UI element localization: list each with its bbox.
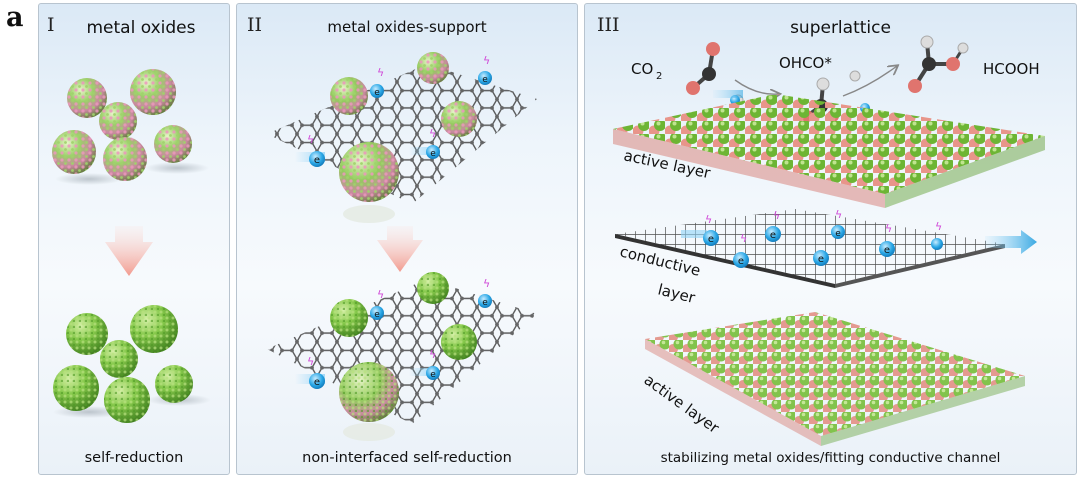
lightning-icon: ϟ [377, 288, 384, 301]
lightning-icon: ϟ [377, 66, 384, 79]
electron-label: e [482, 75, 488, 85]
reduction-arrow [105, 226, 153, 276]
oxide-particles-top [52, 69, 209, 185]
lightning-icon: ϟ [705, 213, 712, 226]
panel-caption: non-interfaced self-reduction [302, 450, 512, 466]
graphene-sheet-top: e e e e ϟ ϟ ϟ ϟ [267, 52, 537, 223]
electron-label: e [482, 298, 488, 308]
lightning-icon: ϟ [483, 54, 490, 67]
product-label: HCOOH [983, 60, 1040, 78]
co2-molecule [686, 42, 720, 95]
electron-label: e [708, 234, 714, 245]
panel-3-illustration: CO 2 OHCO* HCOOH [613, 35, 1045, 446]
electron-label: e [374, 310, 380, 320]
electron-label: e [374, 88, 380, 98]
lightning-icon: ϟ [773, 209, 780, 222]
electron-label: e [770, 230, 776, 241]
hydrogen-atom [849, 70, 861, 82]
intermediate-label: OHCO* [779, 54, 832, 72]
panel-caption: self-reduction [84, 450, 184, 466]
panel-superlattice: III superlattice [584, 3, 1077, 475]
electron-label: e [738, 256, 744, 267]
electron-label: e [314, 377, 320, 388]
conductive-layer: e e e e e e ϟ ϟ ϟ ϟ ϟ ϟ [615, 208, 1037, 288]
electron-label: e [818, 254, 824, 265]
active-layer-top [613, 94, 1045, 208]
panel-title: metal oxides [86, 18, 196, 38]
panel-title: metal oxides-support [327, 18, 487, 36]
panel-1-illustration [52, 69, 211, 423]
lightning-icon: ϟ [835, 208, 842, 221]
lightning-icon: ϟ [429, 348, 436, 361]
lightning-icon: ϟ [307, 355, 314, 368]
panel-numeral: III [597, 14, 620, 36]
lightning-icon: ϟ [483, 277, 490, 290]
figure-label: a [6, 2, 24, 33]
panel-caption: stabilizing metal oxides/fitting conduct… [660, 450, 1001, 466]
panel-title: superlattice [790, 18, 891, 38]
active-layer-bottom [645, 312, 1025, 446]
panel-numeral: I [47, 14, 55, 36]
co2-subscript: 2 [656, 71, 662, 82]
electron-label: e [430, 370, 436, 380]
panel-numeral: II [247, 14, 263, 36]
reaction-arrow [842, 66, 897, 97]
panel-metal-oxides-support: II metal oxides-support [236, 3, 578, 475]
electron-label: e [430, 149, 436, 159]
electron-label: e [884, 245, 890, 256]
panel-metal-oxides: I metal oxides [38, 3, 230, 475]
lightning-icon: ϟ [935, 220, 942, 233]
lightning-icon: ϟ [429, 127, 436, 140]
conductive-layer-label-line2: layer [656, 280, 698, 307]
electron-label: e [835, 229, 841, 239]
reduction-arrow [377, 226, 423, 272]
lightning-icon: ϟ [307, 133, 314, 146]
oxide-particles-bottom [53, 305, 211, 423]
electron-flow-arrow [985, 230, 1037, 254]
lightning-icon: ϟ [885, 222, 892, 235]
panel-2-illustration: e e e e ϟ ϟ ϟ ϟ e e e e [267, 52, 537, 441]
graphene-sheet-bottom: e e e e ϟ ϟ ϟ ϟ [267, 272, 537, 441]
co2-label: CO [631, 60, 653, 78]
electron-label: e [314, 155, 320, 166]
hcooh-molecule [908, 35, 969, 93]
lightning-icon: ϟ [740, 232, 747, 245]
